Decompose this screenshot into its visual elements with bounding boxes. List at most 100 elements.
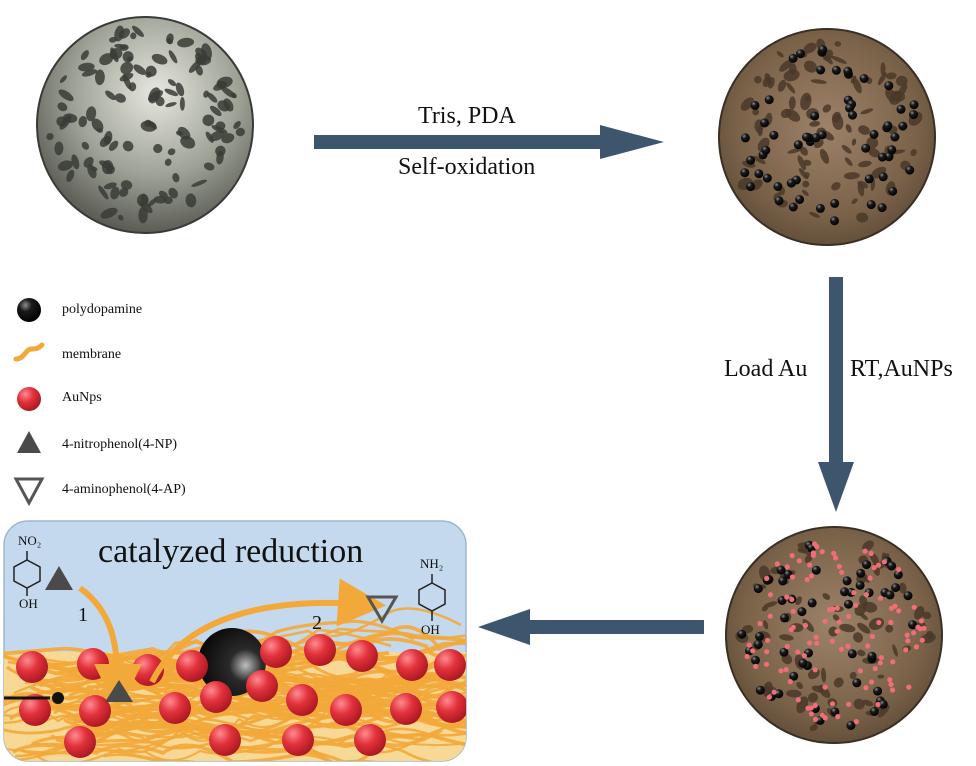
pore <box>830 55 847 64</box>
particle-dot <box>812 667 818 673</box>
au-nanoparticle <box>19 694 51 726</box>
pore <box>802 180 810 188</box>
pore <box>99 135 112 147</box>
black-sphere-icon <box>17 298 41 322</box>
particle-dot <box>740 168 750 178</box>
arrow-down <box>818 277 854 512</box>
particle-dot <box>859 74 869 83</box>
au-nanoparticle <box>77 648 109 680</box>
particle-dot <box>863 592 870 598</box>
particle-dot <box>890 659 896 665</box>
step2-right-label: RT,AuNPs <box>850 356 953 382</box>
particle-dot <box>811 565 821 575</box>
au-nanoparticle <box>209 724 241 756</box>
au-nanoparticle <box>354 724 386 756</box>
pore <box>98 185 109 200</box>
pore <box>202 114 215 127</box>
pore <box>114 93 126 103</box>
pore <box>108 140 119 151</box>
pore <box>130 32 137 40</box>
pore <box>868 148 880 158</box>
step1-bottom-label: Self-oxidation <box>398 154 536 180</box>
particle-dot <box>851 590 857 596</box>
pore <box>177 126 191 140</box>
particle-dot <box>885 590 895 600</box>
pore <box>763 601 778 608</box>
arrow-left <box>478 609 704 645</box>
particle-dot <box>795 649 801 655</box>
particle-dot <box>878 172 888 182</box>
particle-dot <box>764 649 770 655</box>
particle-dot <box>762 173 772 183</box>
pore <box>153 195 167 204</box>
particle-dot <box>764 575 770 582</box>
hollow-triangle-icon <box>13 477 45 507</box>
pore <box>213 81 228 91</box>
particle-dot <box>816 65 826 75</box>
pore <box>59 75 67 83</box>
pore <box>140 120 157 132</box>
pore <box>898 582 907 594</box>
step1-top-label: Tris, PDA <box>418 103 516 129</box>
particle-dot <box>869 633 876 640</box>
particle-dot <box>840 587 849 597</box>
particle-dot <box>814 544 820 550</box>
particle-dot <box>834 628 840 634</box>
particle-dot <box>807 598 817 608</box>
pore <box>880 62 886 76</box>
pore <box>896 75 908 87</box>
reactant-molecule <box>13 551 41 596</box>
pore <box>822 104 832 113</box>
pore <box>805 95 811 102</box>
particle-dot <box>893 570 903 580</box>
particle-dot <box>810 552 817 559</box>
particle-dot <box>744 653 750 660</box>
pore <box>99 53 114 66</box>
particle-dot <box>845 103 855 113</box>
au-nanoparticle <box>434 649 466 681</box>
particle-dot <box>750 100 760 110</box>
pore <box>57 102 68 112</box>
particle-dot <box>838 646 845 652</box>
pore <box>166 38 173 45</box>
pore <box>853 698 865 710</box>
particle-dot <box>815 715 825 725</box>
pore <box>100 207 118 219</box>
pore <box>177 37 195 48</box>
pore <box>779 59 793 72</box>
particle-dot <box>836 563 842 570</box>
pore <box>843 172 860 180</box>
pore <box>859 613 868 621</box>
particle-dot <box>829 638 836 644</box>
pore <box>119 72 134 82</box>
pore <box>114 25 125 42</box>
membrane-fiber <box>12 743 419 761</box>
particle-dot <box>846 613 852 620</box>
au-nanoparticle <box>304 634 336 666</box>
particle-dot <box>796 49 805 59</box>
au-nanoparticle <box>282 724 314 756</box>
particle-dot <box>831 550 837 556</box>
particle-dot <box>830 216 839 226</box>
particle-dot <box>817 130 827 140</box>
legend <box>13 298 45 507</box>
pore <box>58 89 74 102</box>
pore <box>216 150 224 165</box>
pore <box>119 187 129 197</box>
particle-dot <box>903 647 909 653</box>
particle-dot <box>776 565 786 575</box>
pore <box>207 92 218 103</box>
particle-dot <box>780 613 789 623</box>
particle-dot <box>906 684 912 690</box>
particle-dot <box>869 129 879 139</box>
nitrophenol-triangle-membrane <box>105 680 133 702</box>
pore <box>877 674 885 679</box>
particle-dot <box>798 658 808 668</box>
pore <box>179 97 185 111</box>
particle-dot <box>753 640 763 649</box>
pore <box>801 189 809 197</box>
pore <box>114 43 128 49</box>
pore <box>922 611 932 620</box>
particle-dot <box>877 203 887 213</box>
pore <box>839 623 856 633</box>
